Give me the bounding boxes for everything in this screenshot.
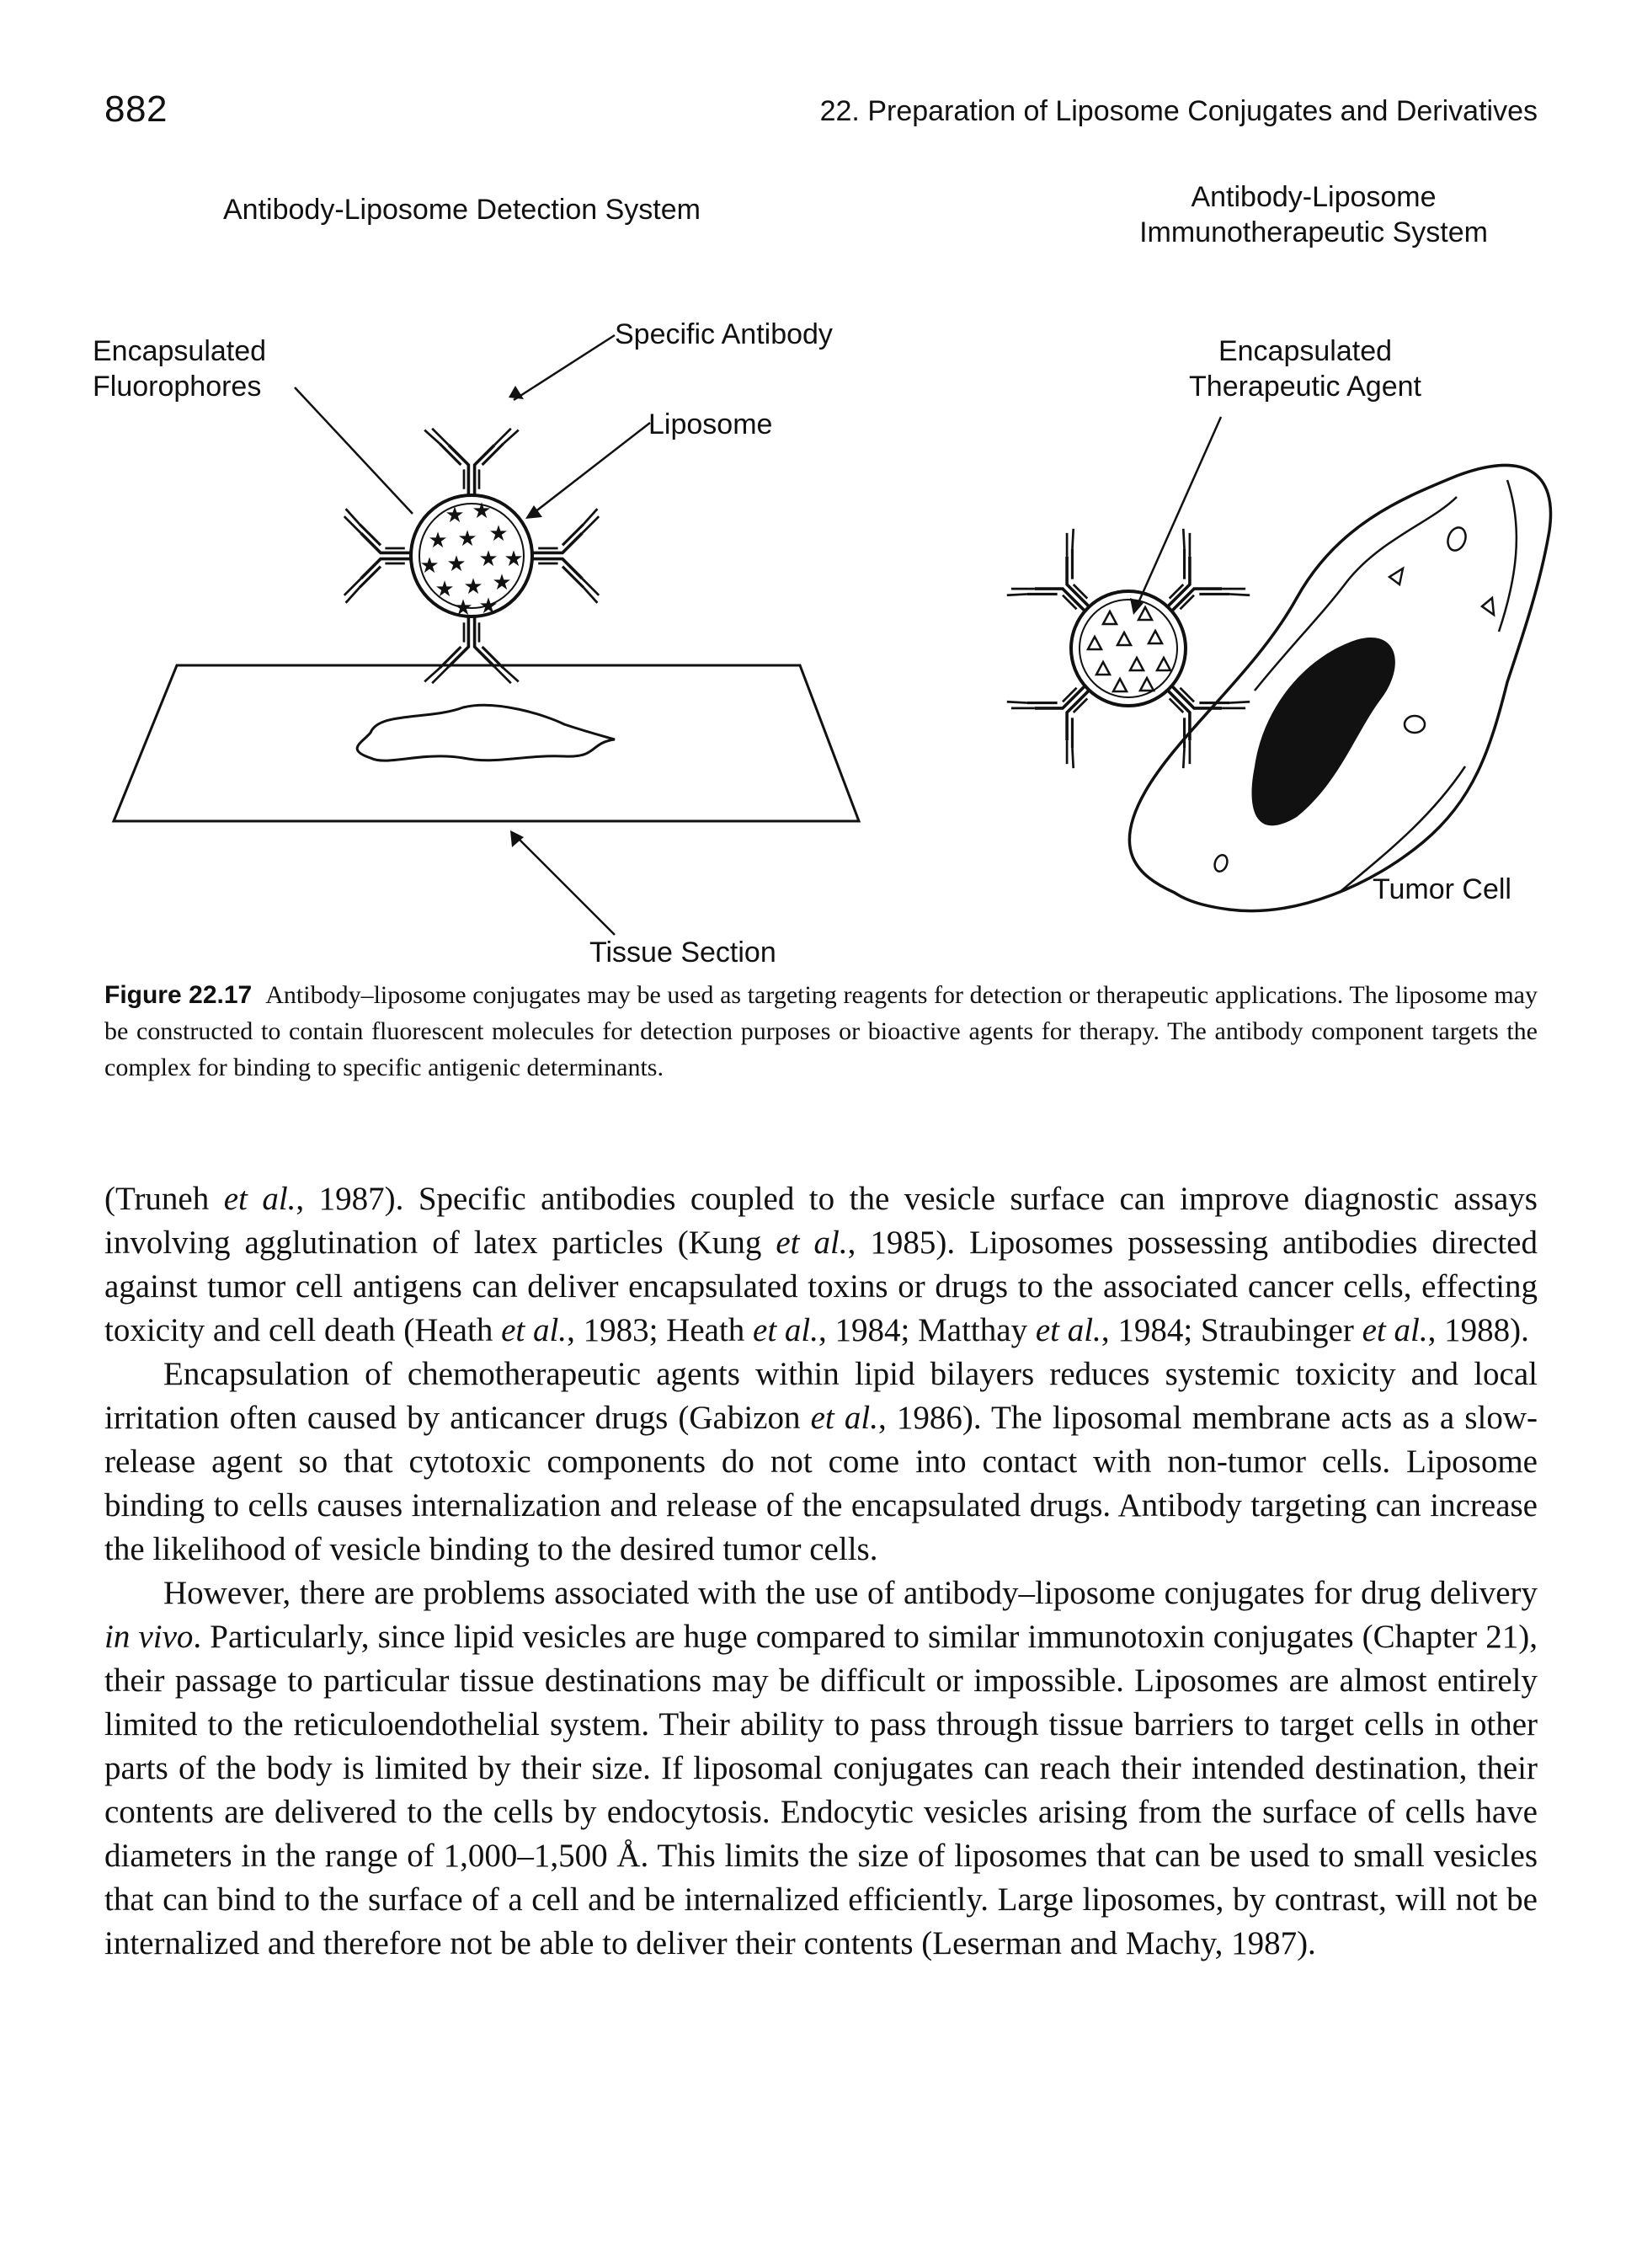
text-run-italic: et al. [1362, 1312, 1428, 1348]
tissue-antigen-region [355, 703, 616, 762]
text-run: , 1983; Heath [567, 1312, 754, 1348]
paragraph-3: However, there are problems associated w… [104, 1572, 1538, 1966]
tumor-cell-fold-right [1497, 479, 1518, 632]
tumor-cell-vesicles [1213, 526, 1495, 873]
caption-text: Antibody–liposome conjugates may be used… [104, 981, 1538, 1081]
text-run-italic: et al. [810, 1400, 878, 1436]
text-run: , 1987). Specific antibodies coupled to … [104, 1181, 1538, 1261]
text-run: , 1985). Liposomes possessing antibodies… [104, 1225, 1538, 1348]
tumor-cell-fold-upper [1254, 496, 1458, 691]
label-tumor-cell: Tumor Cell [1373, 873, 1511, 905]
label-encapsulated-fluorophores-1: Encapsulated [93, 335, 266, 367]
paragraph-1: (Truneh et al., 1987). Specific antibodi… [104, 1177, 1538, 1353]
antibody-lower-right [1135, 654, 1253, 771]
leader-fluorophores [294, 387, 413, 515]
liposome-inner-membrane [418, 503, 525, 609]
svg-text:★: ★ [478, 594, 498, 619]
text-run: , 1988). [1427, 1312, 1529, 1348]
text-run-italic: et al. [753, 1312, 819, 1348]
svg-text:★: ★ [478, 547, 498, 572]
body-text: (Truneh et al., 1987). Specific antibodi… [104, 1177, 1538, 1966]
text-run: (Truneh [104, 1181, 224, 1217]
leader-therapeutic-agent [1135, 416, 1223, 607]
page-number: 882 [104, 88, 168, 130]
antibody-left [342, 507, 413, 605]
leader-liposome [530, 422, 651, 516]
figure-label: Figure 22.17 [104, 981, 253, 1009]
svg-text:★: ★ [428, 528, 447, 553]
text-run-italic: et al. [501, 1312, 568, 1348]
svg-text:★: ★ [472, 499, 491, 524]
antibody-top [423, 426, 520, 497]
liposome-therapeutic-inner [1079, 599, 1178, 698]
svg-text:★: ★ [446, 552, 466, 577]
leader-tissue [513, 833, 616, 936]
tumor-cell-nucleus [1251, 638, 1395, 826]
label-tissue-section: Tissue Section [589, 937, 776, 969]
liposome-detection [409, 494, 534, 618]
text-run-italic: et al. [223, 1181, 296, 1217]
text-run-italic: et al. [1035, 1312, 1101, 1348]
figure-22-17: Antibody-Liposome Detection System Encap… [93, 177, 1558, 969]
running-head: 882 22. Preparation of Liposome Conjugat… [104, 88, 1538, 139]
figure-illustration: Antibody-Liposome Detection System Encap… [93, 181, 1553, 969]
antibody-lower-left [1004, 654, 1122, 771]
label-therapeutic-agent-1: Encapsulated [1218, 335, 1392, 367]
fluorophore-stars: ★★ ★★★ ★★★★ ★★★ ★★ [419, 499, 523, 621]
right-panel-title-1: Antibody-Liposome [1191, 181, 1436, 213]
arrowhead-tissue [510, 830, 524, 847]
arrowhead-liposome [525, 505, 542, 519]
text-run: However, there are problems associated w… [163, 1575, 1538, 1611]
chapter-title: 22. Preparation of Liposome Conjugates a… [819, 95, 1538, 127]
svg-text:★: ★ [419, 553, 439, 579]
tissue-section-plane [111, 664, 861, 823]
liposome-therapeutic [1069, 590, 1187, 707]
arrowhead-antibody [509, 386, 524, 399]
label-specific-antibody: Specific Antibody [615, 318, 833, 350]
svg-text:★: ★ [453, 595, 472, 621]
text-run-italic: in vivo [104, 1619, 194, 1655]
label-liposome: Liposome [648, 408, 772, 440]
right-panel-title-2: Immunotherapeutic System [1139, 216, 1488, 248]
svg-text:★: ★ [463, 574, 482, 600]
paragraph-2: Encapsulation of chemotherapeutic agents… [104, 1353, 1538, 1572]
svg-text:★: ★ [457, 526, 477, 552]
antibody-upper-right [1135, 526, 1253, 643]
tumor-cell-fold-lower [1338, 766, 1467, 894]
svg-text:★: ★ [434, 577, 454, 602]
left-panel-title: Antibody-Liposome Detection System [223, 194, 701, 226]
label-therapeutic-agent-2: Therapeutic Agent [1189, 371, 1422, 403]
leader-antibody [513, 334, 616, 402]
text-run: , 1986). The liposomal membrane acts as … [104, 1400, 1538, 1567]
antibody-right [530, 507, 601, 605]
text-run: Encapsulation of chemotherapeutic agents… [104, 1356, 1538, 1436]
svg-text:★: ★ [488, 521, 508, 547]
encapsulated-agent-triangles [1086, 606, 1172, 693]
text-run: , 1984; Straubinger [1101, 1312, 1362, 1348]
svg-text:★: ★ [445, 503, 464, 528]
arrowhead-therapeutic-agent [1130, 598, 1144, 615]
text-run: . Particularly, since lipid vesicles are… [104, 1619, 1538, 1961]
svg-text:★: ★ [504, 547, 523, 572]
label-encapsulated-fluorophores-2: Fluorophores [93, 371, 261, 403]
svg-text:★: ★ [492, 570, 511, 595]
antibody-bottom [423, 615, 520, 686]
text-run-italic: et al. [776, 1225, 848, 1261]
text-run: , 1984; Matthay [818, 1312, 1036, 1348]
